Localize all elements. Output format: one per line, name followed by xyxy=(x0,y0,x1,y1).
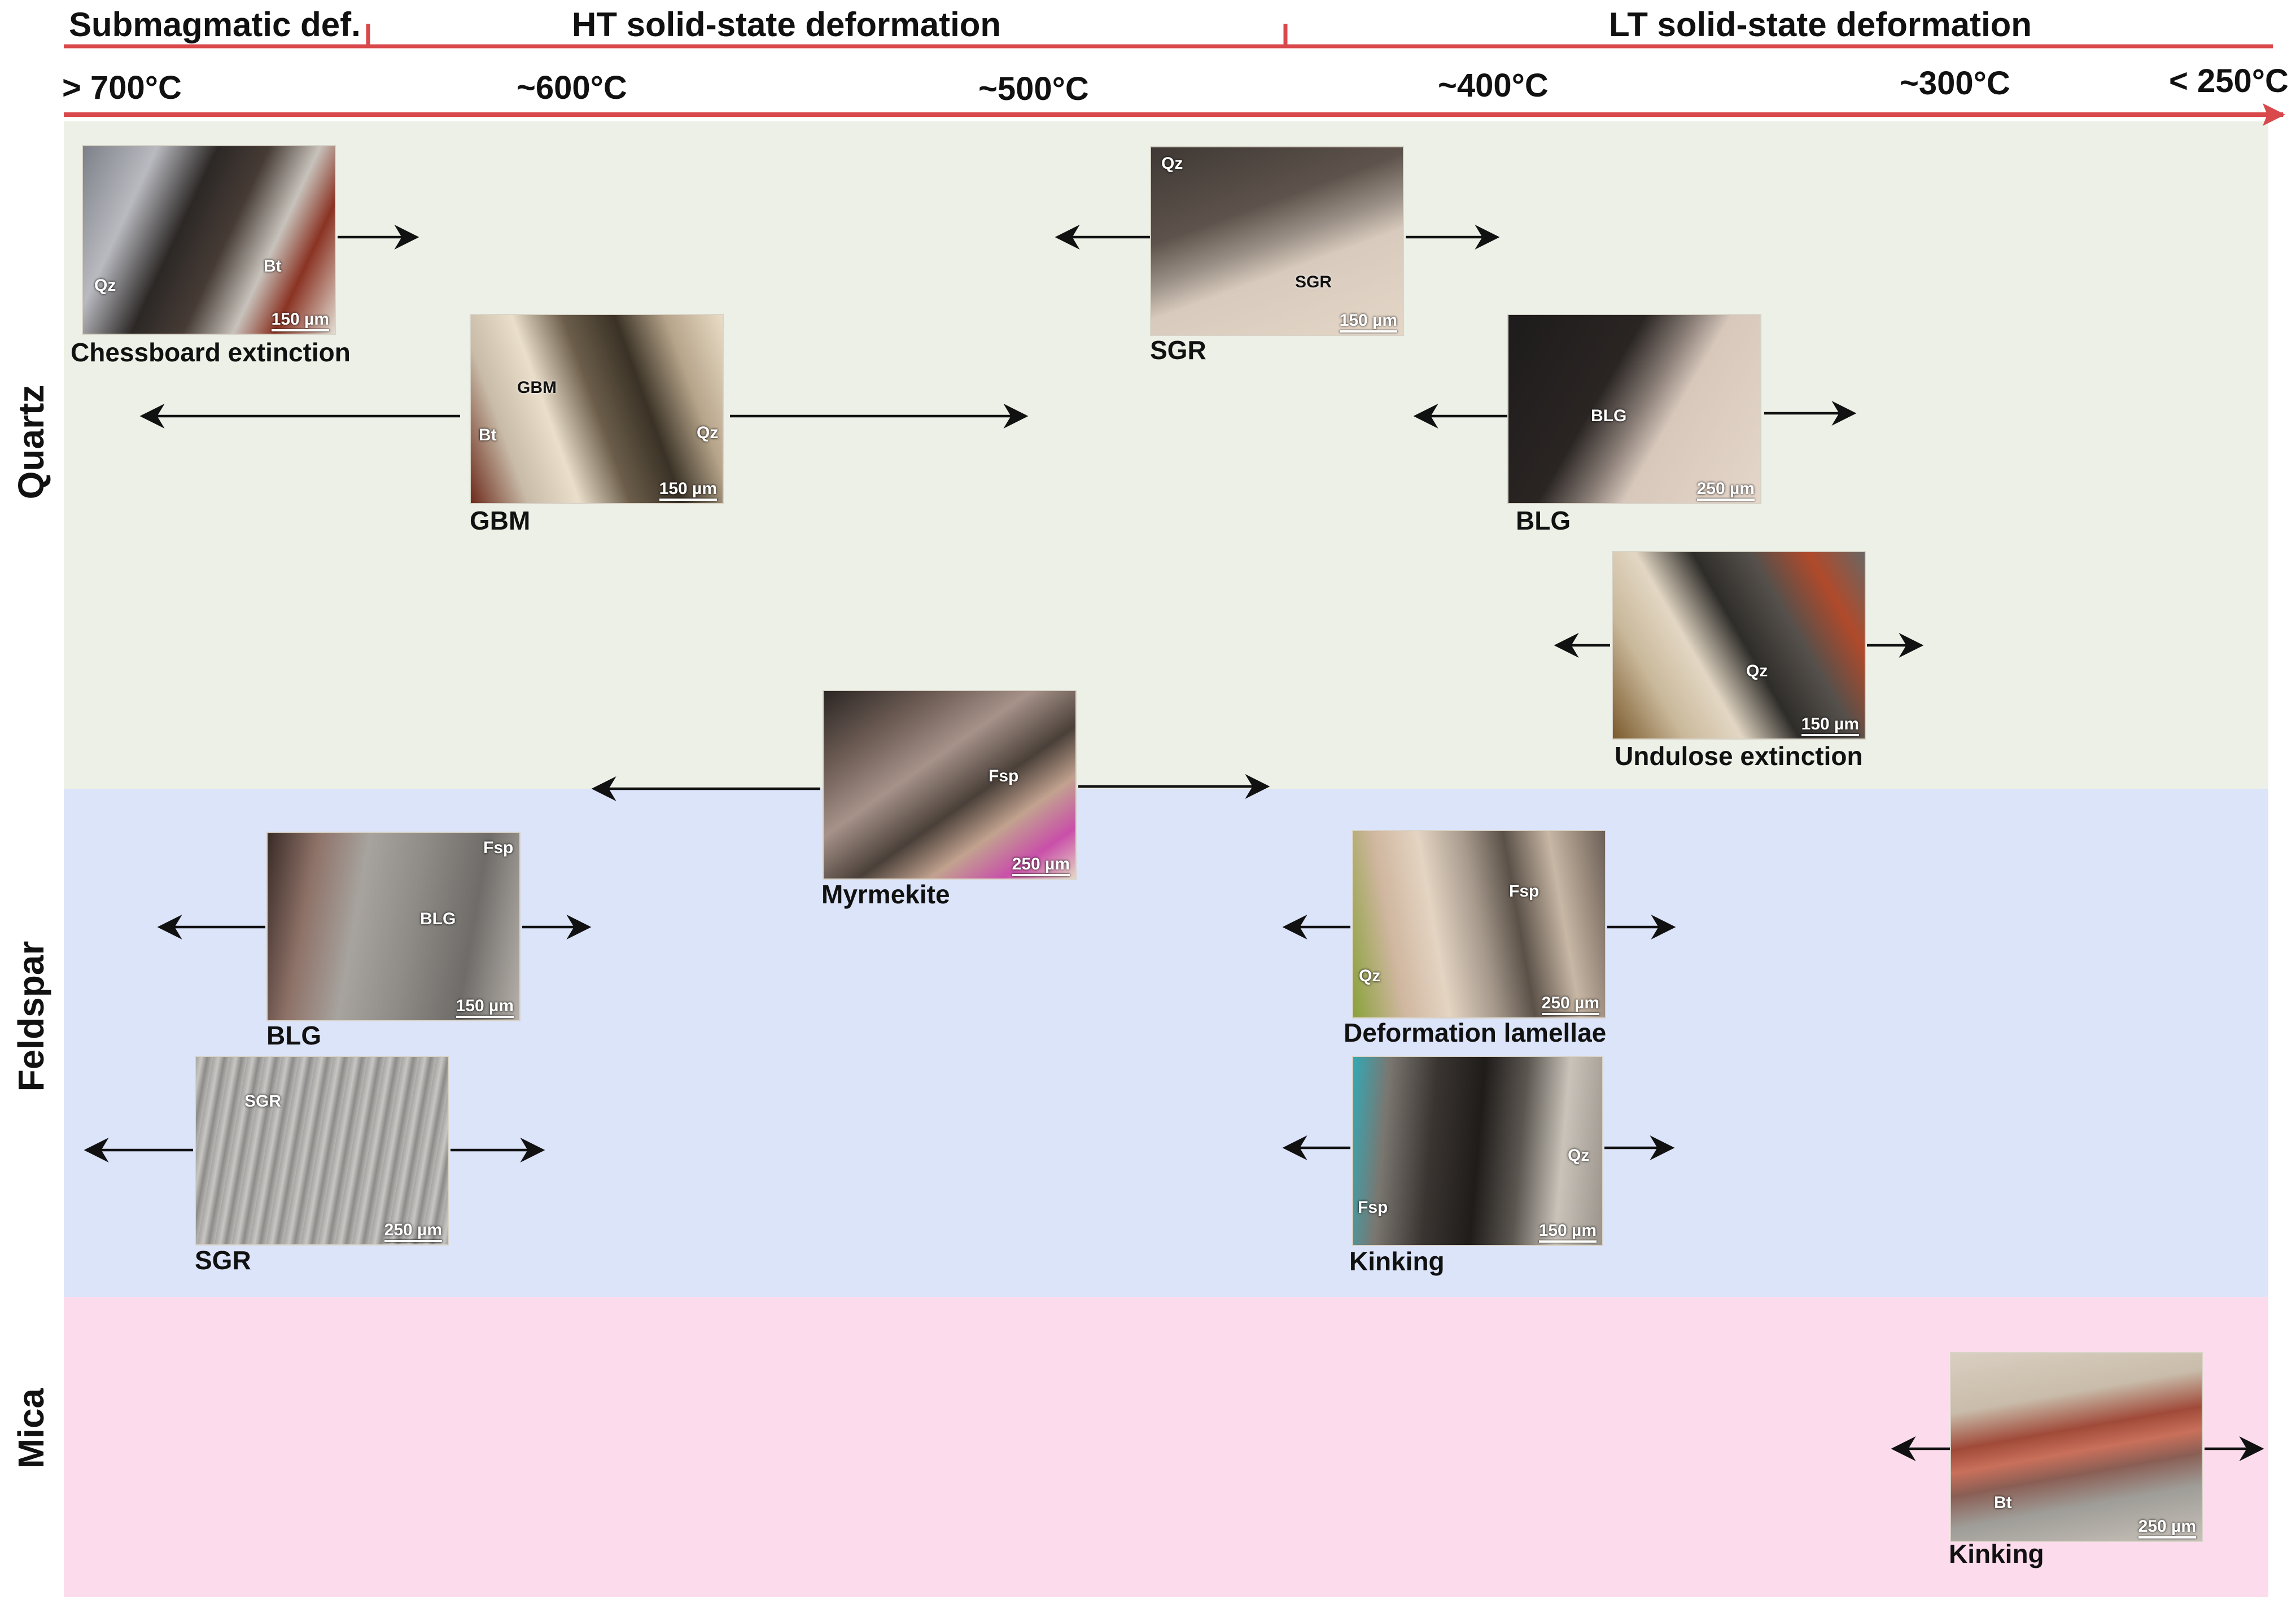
caption-mica-kinking: Kinking xyxy=(1949,1539,2044,1568)
scale-bar: 250 µm xyxy=(384,1221,443,1242)
scale-bar: 150 µm xyxy=(271,310,330,331)
caption-qz-blg: BLG xyxy=(1516,506,1571,535)
regime-lt: LT solid-state deformation xyxy=(1609,6,2032,43)
caption-fsp-blg: BLG xyxy=(266,1021,321,1050)
label-fsp: Fsp xyxy=(1509,882,1540,901)
label-fsp: Fsp xyxy=(1358,1198,1388,1217)
scale-bar: 250 µm xyxy=(1012,855,1070,876)
temp-label-400: ~400°C xyxy=(1438,67,1549,104)
micrograph-fsp-kinking: Qz Fsp 150 µm xyxy=(1352,1056,1603,1246)
scale-bar: 150 µm xyxy=(456,997,514,1018)
micrograph-qz-chessboard: Qz Bt 150 µm xyxy=(82,145,336,335)
micrograph-qz-sgr: Qz SGR 150 µm xyxy=(1150,146,1404,336)
caption-fsp-lamellae: Deformation lamellae xyxy=(1344,1018,1606,1047)
label-blg: BLG xyxy=(1591,407,1627,425)
caption-fsp-kinking: Kinking xyxy=(1349,1247,1445,1276)
regime-submagmatic: Submagmatic def. xyxy=(69,6,361,43)
mica-band xyxy=(64,1297,2268,1597)
label-bt: Bt xyxy=(1994,1493,2012,1512)
temp-label-300: ~300°C xyxy=(1900,65,2010,102)
micrograph-fsp-sgr: SGR 250 µm xyxy=(195,1056,449,1245)
band-label-quartz: Quartz xyxy=(11,384,51,500)
label-qz: Qz xyxy=(697,423,719,442)
scale-bar: 250 µm xyxy=(1696,479,1755,501)
scale-bar: 150 µm xyxy=(1801,715,1860,736)
label-sgr: SGR xyxy=(244,1092,282,1111)
caption-qz-chessboard: Chessboard extinction xyxy=(71,338,351,367)
band-label-mica: Mica xyxy=(11,1388,51,1469)
scale-bar: 250 µm xyxy=(2138,1517,2197,1539)
caption-fsp-sgr: SGR xyxy=(195,1245,251,1275)
temp-label-250: < 250°C xyxy=(2169,63,2289,99)
label-fsp: Fsp xyxy=(989,767,1019,785)
scale-bar: 150 µm xyxy=(1538,1221,1597,1243)
micrograph-fsp-myrmekite: Fsp 250 µm xyxy=(823,690,1077,880)
micrograph-qz-blg: BLG 250 µm xyxy=(1507,314,1761,504)
caption-qz-gbm: GBM xyxy=(470,506,530,535)
label-fsp: Fsp xyxy=(483,838,514,857)
temp-label-700: > 700°C xyxy=(62,69,182,106)
band-label-feldspar: Feldspar xyxy=(11,941,51,1092)
label-blg: BLG xyxy=(420,910,456,928)
label-gbm: GBM xyxy=(517,378,557,397)
label-bt: Bt xyxy=(479,426,497,444)
micrograph-qz-gbm: GBM Bt Qz 150 µm xyxy=(470,314,724,504)
caption-fsp-myrmekite: Myrmekite xyxy=(821,880,950,909)
scale-bar: 250 µm xyxy=(1541,994,1600,1015)
label-qz: Qz xyxy=(1746,662,1768,680)
scale-bar: 150 µm xyxy=(1339,311,1398,333)
label-qz: Qz xyxy=(1161,154,1183,173)
label-qz: Qz xyxy=(1568,1146,1590,1165)
temp-label-600: ~600°C xyxy=(517,69,627,106)
label-sgr: SGR xyxy=(1295,273,1332,291)
scale-bar: 150 µm xyxy=(659,479,718,501)
caption-qz-undulose: Undulose extinction xyxy=(1615,741,1863,771)
label-bt: Bt xyxy=(264,257,282,276)
caption-qz-sgr: SGR xyxy=(1150,335,1206,365)
micrograph-mica-kinking: Bt 250 µm xyxy=(1950,1352,2203,1542)
label-qz: Qz xyxy=(94,276,116,295)
micrograph-fsp-blg: Fsp BLG 150 µm xyxy=(266,832,521,1021)
temp-label-500: ~500°C xyxy=(978,71,1089,107)
label-qz: Qz xyxy=(1359,967,1381,985)
micrograph-fsp-lamellae: Fsp Qz 250 µm xyxy=(1352,830,1606,1019)
regime-ht: HT solid-state deformation xyxy=(572,6,1002,43)
micrograph-qz-undulose: Qz 150 µm xyxy=(1612,551,1866,740)
